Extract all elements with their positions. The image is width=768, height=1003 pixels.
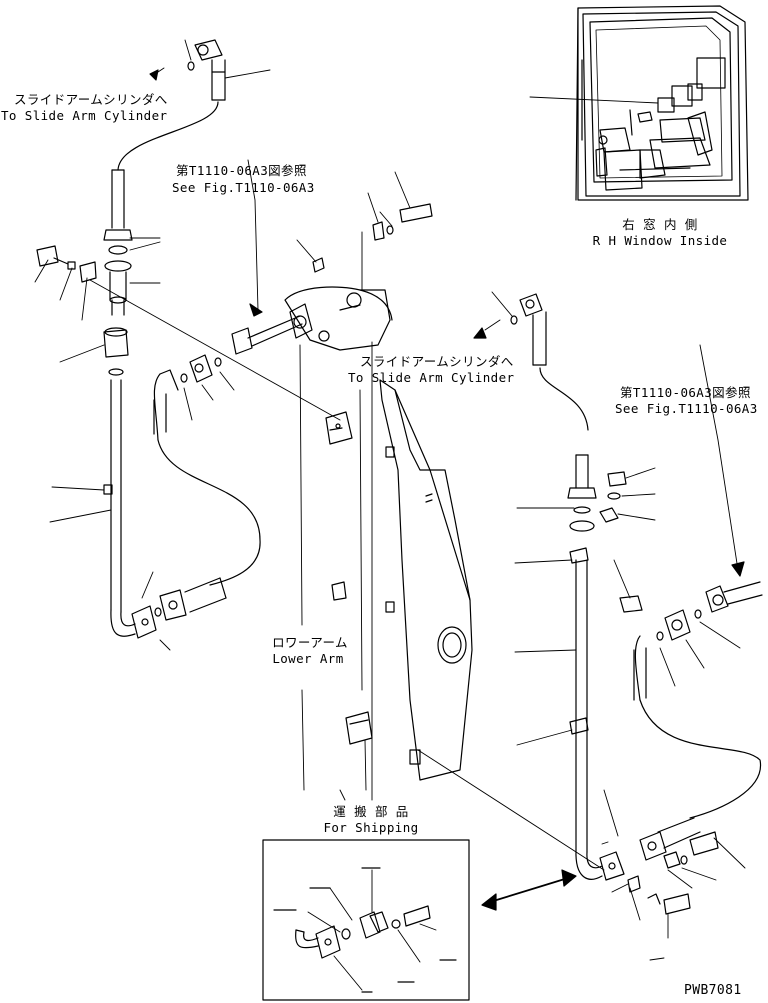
- right-hose-assembly: [473, 291, 656, 881]
- label-ref-right-en: See Fig.T1110-06A3: [615, 401, 758, 416]
- center-bracket: [231, 159, 433, 355]
- label-mid-en: To Slide Arm Cylinder: [348, 370, 515, 385]
- label-ref-top-jp: 第T1110-06A3図参照: [176, 163, 307, 178]
- cab-window-inset: [529, 5, 749, 201]
- drawing-code: PWB7081: [684, 983, 742, 998]
- shipping-parts-box: [262, 839, 470, 1001]
- upper-left-fitting-stack: [34, 241, 341, 421]
- label-window-jp: 右 窓 内 側: [622, 217, 698, 232]
- right-lower-hose: [601, 344, 763, 961]
- upper-left-hose-assembly: [103, 39, 271, 241]
- double-arrow: [481, 869, 577, 911]
- leader-lines: [339, 789, 346, 801]
- label-top-left-en: To Slide Arm Cylinder: [1, 108, 168, 123]
- label-shipping-en: For Shipping: [323, 820, 419, 835]
- left-lower-hose: [153, 354, 261, 621]
- label-mid-jp: スライドアームシリンダへ: [360, 354, 514, 369]
- label-shipping-jp: 運 搬 部 品: [333, 804, 409, 819]
- label-lower-arm-jp: ロワーアーム: [272, 635, 348, 650]
- label-ref-right-jp: 第T1110-06A3図参照: [620, 385, 751, 400]
- left-pipe-assembly: [49, 379, 171, 651]
- lower-arm-plate: [299, 341, 605, 871]
- label-ref-top-en: See Fig.T1110-06A3: [172, 180, 315, 195]
- label-lower-arm-en: Lower Arm: [272, 651, 344, 666]
- label-window-en: R H Window Inside: [592, 233, 728, 248]
- center-clip-part: [325, 411, 353, 445]
- label-top-left-jp: スライドアームシリンダへ: [14, 92, 168, 107]
